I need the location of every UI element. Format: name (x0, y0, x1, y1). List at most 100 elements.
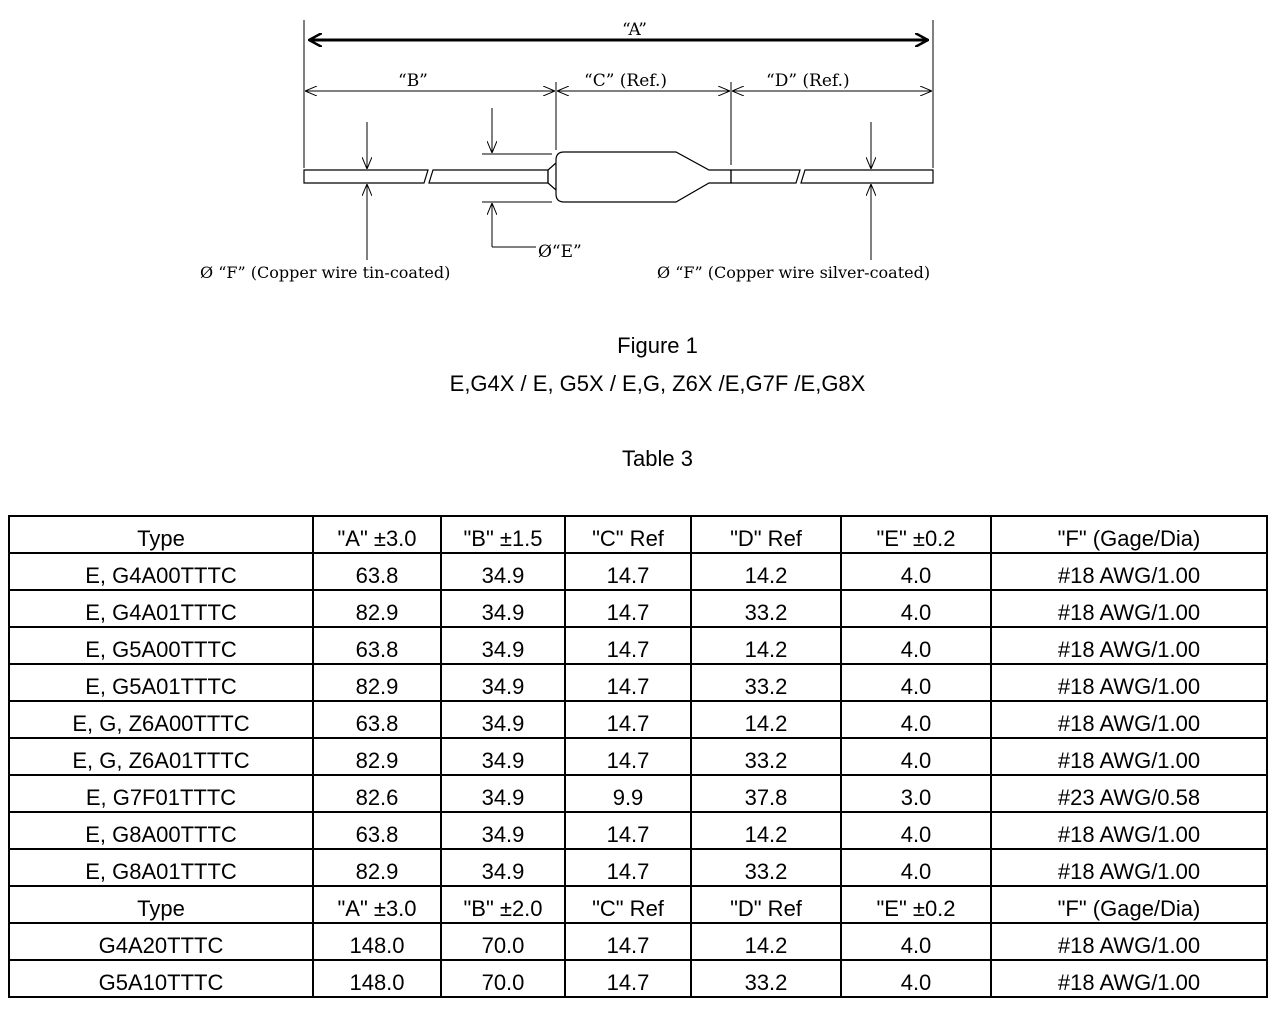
table-cell: 4.0 (840, 811, 992, 850)
table-header-cell: "D" Ref (690, 515, 842, 554)
dimension-drawing: “A” “B” “C” (Ref.) “D” (Ref.) Ø“E” Ø “F”… (200, 20, 934, 282)
table-cell: 14.7 (564, 922, 692, 961)
table-cell: E, G, Z6A01TTTC (8, 737, 314, 776)
dim-label-a: “A” (622, 20, 647, 40)
table-cell: E, G5A01TTTC (8, 663, 314, 702)
table-cell: 14.7 (564, 737, 692, 776)
table-cell: 14.2 (690, 811, 842, 850)
table-header-cell: "D" Ref (690, 885, 842, 924)
left-lead-wire-inner (428, 169, 549, 184)
table-header-cell: "A" ±3.0 (312, 885, 442, 924)
table-cell: E, G7F01TTTC (8, 774, 314, 813)
table-cell: 34.9 (440, 811, 566, 850)
table-cell: 14.7 (564, 663, 692, 702)
fuse-neck (547, 162, 557, 191)
table-header-cell: "B" ±2.0 (440, 885, 566, 924)
table-header-cell: "C" Ref (564, 515, 692, 554)
table-cell: #18 AWG/1.00 (990, 700, 1268, 739)
dim-label-c: “C” (Ref.) (584, 71, 667, 91)
table-cell: 14.7 (564, 959, 692, 998)
table-cell: 34.9 (440, 848, 566, 887)
table-cell: 82.9 (312, 589, 442, 628)
table-cell: #18 AWG/1.00 (990, 922, 1268, 961)
table-cell: 33.2 (690, 848, 842, 887)
table-cell: 14.2 (690, 700, 842, 739)
table-cell: 14.2 (690, 922, 842, 961)
table-cell: E, G4A01TTTC (8, 589, 314, 628)
table-cell: 34.9 (440, 552, 566, 591)
table-cell: 63.8 (312, 626, 442, 665)
table-header-cell: "E" ±0.2 (840, 885, 992, 924)
table-cell: 34.9 (440, 589, 566, 628)
dim-label-b: “B” (398, 71, 428, 91)
table-cell: #18 AWG/1.00 (990, 663, 1268, 702)
table-cell: E, G, Z6A00TTTC (8, 700, 314, 739)
table-header-cell: "A" ±3.0 (312, 515, 442, 554)
table-header-cell: "B" ±1.5 (440, 515, 566, 554)
table-cell: 14.7 (564, 589, 692, 628)
table-cell: #18 AWG/1.00 (990, 589, 1268, 628)
table-cell: 4.0 (840, 589, 992, 628)
table-header-cell: "F" (Gage/Dia) (990, 885, 1268, 924)
left-lead-wire (303, 169, 429, 184)
table-cell: #23 AWG/0.58 (990, 774, 1268, 813)
table-cell: 9.9 (564, 774, 692, 813)
table-cell: 63.8 (312, 700, 442, 739)
table-cell: 14.7 (564, 552, 692, 591)
table-cell: 34.9 (440, 663, 566, 702)
table-cell: 14.7 (564, 848, 692, 887)
table-header-cell: Type (8, 515, 314, 554)
right-lead-wire-inner (730, 169, 801, 184)
right-lead-wire (800, 169, 934, 184)
table-cell: 14.7 (564, 626, 692, 665)
table-cell: 33.2 (690, 737, 842, 776)
table-cell: 4.0 (840, 626, 992, 665)
table-cell: 4.0 (840, 552, 992, 591)
table-cell: 33.2 (690, 589, 842, 628)
table-cell: 14.7 (564, 700, 692, 739)
table-header-cell: "E" ±0.2 (840, 515, 992, 554)
table-cell: 63.8 (312, 811, 442, 850)
dim-label-e: Ø“E” (538, 242, 582, 262)
table-cell: 34.9 (440, 700, 566, 739)
table-cell: E, G8A00TTTC (8, 811, 314, 850)
table-title: Table 3 (622, 446, 693, 471)
table-cell: 3.0 (840, 774, 992, 813)
table-header-cell: Type (8, 885, 314, 924)
table-cell: E, G8A01TTTC (8, 848, 314, 887)
table-cell: #18 AWG/1.00 (990, 552, 1268, 591)
dim-label-d: “D” (Ref.) (766, 71, 850, 91)
table-cell: 82.9 (312, 737, 442, 776)
table-cell: 148.0 (312, 959, 442, 998)
table-cell: 33.2 (690, 663, 842, 702)
figure-title: Figure 1 (617, 333, 698, 358)
table-cell: 63.8 (312, 552, 442, 591)
table-cell: 14.7 (564, 811, 692, 850)
table-cell: #18 AWG/1.00 (990, 737, 1268, 776)
table-header-row: Type"A" ±3.0"B" ±2.0"C" Ref"D" Ref"E" ±0… (8, 885, 1268, 924)
table-header-cell: "F" (Gage/Dia) (990, 515, 1268, 554)
dimensions-table: Type"A" ±3.0"B" ±1.5"C" Ref"D" Ref"E" ±0… (8, 515, 1268, 998)
table-cell: G4A20TTTC (8, 922, 314, 961)
table-cell: 34.9 (440, 626, 566, 665)
table-cell: 82.6 (312, 774, 442, 813)
dim-label-f-right: Ø “F” (Copper wire silver-coated) (657, 263, 930, 282)
table-cell: 148.0 (312, 922, 442, 961)
table-cell: 37.8 (690, 774, 842, 813)
table-cell: G5A10TTTC (8, 959, 314, 998)
table-cell: 4.0 (840, 663, 992, 702)
table-cell: 14.2 (690, 552, 842, 591)
figure-subtitle: E,G4X / E, G5X / E,G, Z6X /E,G7F /E,G8X (449, 371, 866, 396)
table-cell: 4.0 (840, 922, 992, 961)
table-cell: 34.9 (440, 737, 566, 776)
table-cell: #18 AWG/1.00 (990, 626, 1268, 665)
